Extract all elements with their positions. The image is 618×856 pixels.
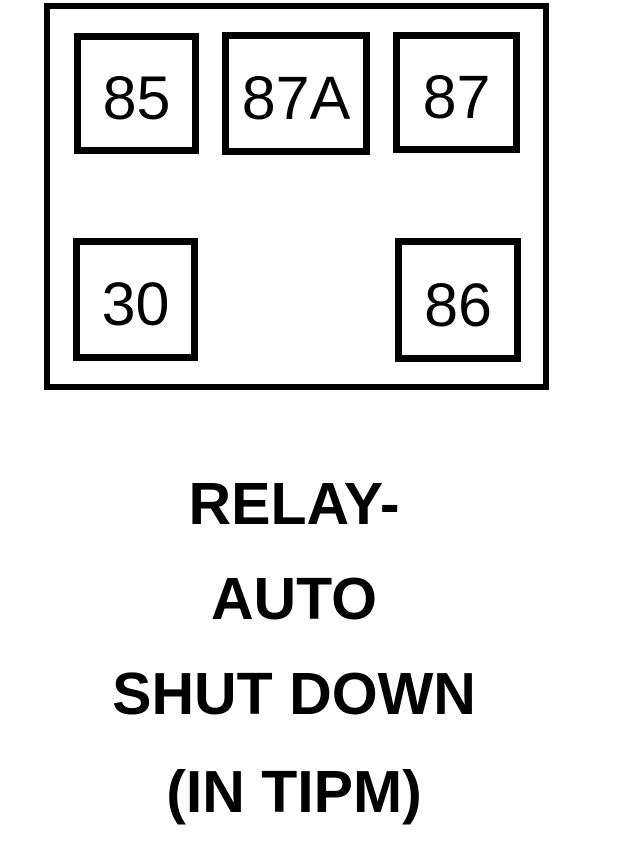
pin-box-30: 30 [73, 238, 198, 361]
pin-label-85: 85 [102, 64, 171, 132]
relay-body-outline: 85 87A 87 30 86 [44, 3, 549, 390]
pin-box-85: 85 [74, 33, 199, 154]
pin-label-87: 87 [422, 63, 491, 131]
pin-box-87a: 87A [222, 32, 370, 155]
pin-box-87: 87 [393, 32, 520, 153]
relay-caption: RELAY- AUTO SHUT DOWN (IN TIPM) [40, 0, 548, 856]
caption-line-shut-down: SHUT DOWN [112, 661, 476, 727]
pin-box-86: 86 [395, 238, 521, 362]
pin-label-87a: 87A [241, 64, 351, 132]
pin-label-30: 30 [101, 270, 170, 338]
caption-line-auto: AUTO [210, 566, 378, 632]
caption-line-relay: RELAY- [188, 471, 400, 537]
pin-label-86: 86 [424, 270, 492, 339]
caption-line-in-tipm: (IN TIPM) [166, 759, 422, 825]
